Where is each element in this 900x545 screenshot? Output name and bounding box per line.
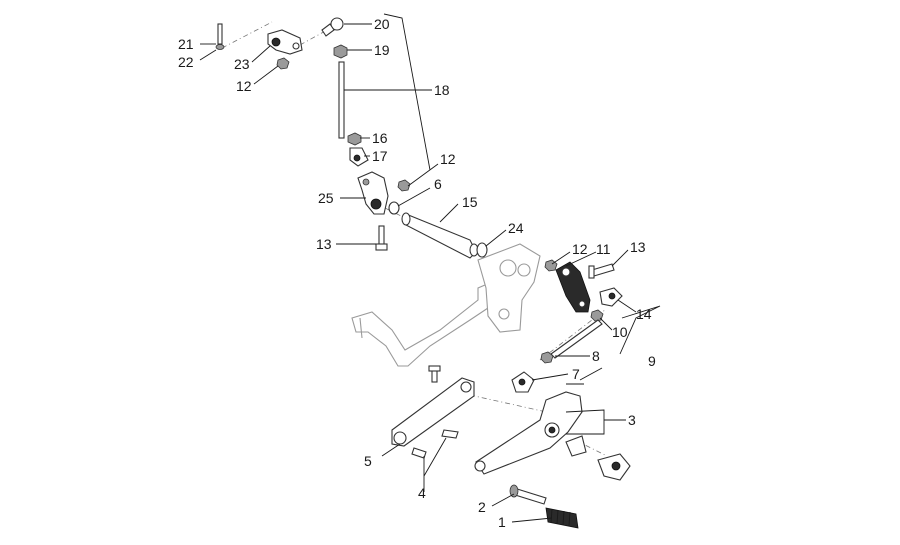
ball-joint-16 xyxy=(349,147,369,167)
ball-joint-14 xyxy=(599,287,623,307)
rubber-peg-1 xyxy=(545,507,579,529)
gear-pedal-3 xyxy=(474,391,587,475)
callout-12c: 12 xyxy=(572,241,588,257)
callout-12a: 12 xyxy=(236,78,252,94)
callout-15: 15 xyxy=(462,194,478,210)
washer-6 xyxy=(388,201,400,215)
circlip-24 xyxy=(476,242,488,258)
frame-bracket xyxy=(351,243,541,367)
callout-1: 1 xyxy=(498,514,506,530)
nut-12b xyxy=(397,179,411,192)
callout-18: 18 xyxy=(434,82,450,98)
callout-10: 10 xyxy=(612,324,628,340)
assembly-axis-lines xyxy=(221,21,606,456)
callout-14: 14 xyxy=(636,306,652,322)
nut-19 xyxy=(333,44,348,59)
bolt-13a xyxy=(375,225,388,251)
callout-7: 7 xyxy=(572,366,580,382)
link-rod-8 xyxy=(540,319,603,364)
shift-arm-25 xyxy=(357,171,389,215)
callout-2: 2 xyxy=(478,499,486,515)
bolt-13b xyxy=(588,263,615,279)
shift-rod-18 xyxy=(338,61,345,139)
callout-16: 17 xyxy=(372,148,388,164)
ball-joint-20 xyxy=(321,17,344,37)
upper-linkage-23 xyxy=(215,23,303,70)
nut-17 xyxy=(347,132,362,146)
callout-3: 3 xyxy=(628,412,636,428)
callout-9: 9 xyxy=(648,353,656,369)
callout-25: 25 xyxy=(318,190,334,206)
lever-link-5 xyxy=(391,365,475,447)
callout-6: 6 xyxy=(434,176,442,192)
callout-21: 21 xyxy=(178,36,194,52)
callout-5: 5 xyxy=(364,453,372,469)
gear-arm-11 xyxy=(555,261,591,313)
callout-8: 8 xyxy=(592,348,600,364)
callout-17: 16 xyxy=(372,130,388,146)
leader-lines xyxy=(199,13,661,523)
pivot-bushing xyxy=(597,453,631,481)
callout-20: 20 xyxy=(374,16,390,32)
callout-12b: 12 xyxy=(440,151,456,167)
callout-19: 19 xyxy=(374,42,390,58)
callout-24: 24 xyxy=(508,220,524,236)
peg-pin-2 xyxy=(509,484,547,505)
callout-13a: 13 xyxy=(316,236,332,252)
callout-4: 4 xyxy=(418,485,426,501)
ball-joint-7 xyxy=(511,371,535,393)
callout-labels: 20 19 18 16 17 21 22 23 12 25 12 6 15 13… xyxy=(178,16,656,530)
callout-23: 23 xyxy=(234,56,250,72)
callout-22: 22 xyxy=(178,54,194,70)
callout-11: 11 xyxy=(596,241,611,257)
callout-13b: 13 xyxy=(630,239,646,255)
shaft-15 xyxy=(401,212,479,259)
